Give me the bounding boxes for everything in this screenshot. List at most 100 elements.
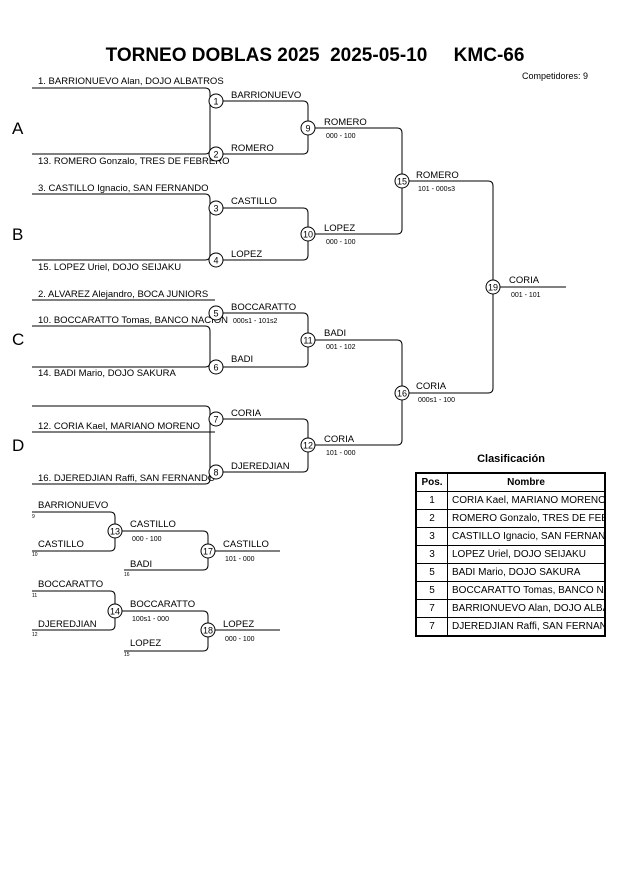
- match-number: 10: [303, 230, 313, 240]
- entrant-name: 10. BOCCARATTO Tomas, BANCO NACION: [38, 315, 228, 326]
- match-circle: [208, 200, 224, 216]
- position-cell: 3: [415, 527, 448, 546]
- match-circle: [394, 385, 410, 401]
- repechage-ref: 9: [32, 514, 35, 520]
- repechage-winner: BOCCARATTO: [130, 599, 195, 610]
- position-cell: 1: [415, 491, 448, 510]
- repechage-ref: 11: [32, 593, 37, 599]
- entrant-name: 2. ALVAREZ Alejandro, BOCA JUNIORS: [38, 289, 208, 300]
- match-winner: LOPEZ: [324, 223, 355, 234]
- match-circle: [208, 359, 224, 375]
- match-winner: CASTILLO: [231, 196, 277, 207]
- repechage-ref: 10: [32, 552, 38, 558]
- match-winner: BARRIONUEVO: [231, 90, 301, 101]
- match-circle: [300, 437, 316, 453]
- match-winner: CORIA: [416, 381, 447, 392]
- group-label: B: [12, 225, 23, 244]
- name-cell: ROMERO Gonzalo, TRES DE FEBRERO: [447, 509, 606, 528]
- match-circle: [300, 332, 316, 348]
- repechage-winner: LOPEZ: [223, 619, 254, 630]
- group-label: D: [12, 436, 24, 455]
- entrant-name: 15. LOPEZ Uriel, DOJO SEIJAKU: [38, 262, 181, 273]
- match-winner: BADI: [231, 354, 253, 365]
- competitor-count: Competidores: 9: [522, 71, 589, 81]
- repechage-top: BOCCARATTO: [38, 579, 103, 590]
- match-winner: DJEREDJIAN: [231, 461, 290, 472]
- repechage-match-circle: [107, 523, 123, 539]
- match-winner: LOPEZ: [231, 249, 262, 260]
- header-name: Nombre: [447, 472, 606, 492]
- match-number: 3: [213, 204, 218, 214]
- match-number: 16: [397, 389, 407, 399]
- repechage-bottom: BADI: [130, 559, 152, 570]
- match-number: 7: [213, 415, 218, 425]
- group-label: A: [12, 119, 24, 138]
- repechage-match-circle: [200, 622, 216, 638]
- match-winner: CORIA: [509, 275, 540, 286]
- match-number: 15: [397, 177, 407, 187]
- name-cell: CASTILLO Ignacio, SAN FERNANDO: [447, 527, 606, 546]
- name-cell: BOCCARATTO Tomas, BANCO NACION: [447, 581, 606, 600]
- position-cell: 7: [415, 617, 448, 637]
- entrant-name: 12. CORIA Kael, MARIANO MORENO: [38, 421, 200, 432]
- match-score: 001 - 101: [511, 292, 541, 299]
- table-header-row: Pos. Nombre: [415, 472, 606, 492]
- repechage-match-number: 18: [203, 626, 213, 636]
- page-title: TORNEO DOBLAS 2025 2025-05-10 KMC-66: [105, 45, 525, 66]
- match-winner: ROMERO: [416, 170, 459, 181]
- repechage-score: 101 - 000: [225, 556, 255, 563]
- match-circle: [208, 305, 224, 321]
- match-score: 001 - 102: [326, 344, 356, 351]
- name-cell: DJEREDJIAN Raffi, SAN FERNANDO: [447, 617, 606, 637]
- match-number: 6: [213, 363, 218, 373]
- match-circle: [300, 226, 316, 242]
- position-cell: 2: [415, 509, 448, 528]
- repechage-winner: CASTILLO: [223, 539, 269, 550]
- match-winner: CORIA: [231, 408, 262, 419]
- repechage-score: 000 - 100: [132, 536, 162, 543]
- match-number: 19: [488, 283, 498, 293]
- match-score: 101 - 000s3: [418, 186, 455, 193]
- match-circle: [208, 252, 224, 268]
- position-cell: 5: [415, 563, 448, 582]
- match-score: 101 - 000: [326, 450, 356, 457]
- classification-title: Clasificación: [477, 453, 545, 465]
- match-number: 8: [213, 468, 218, 478]
- match-circle: [208, 464, 224, 480]
- match-number: 2: [213, 150, 218, 160]
- match-winner: ROMERO: [324, 117, 367, 128]
- name-cell: BARRIONUEVO Alan, DOJO ALBATROS: [447, 599, 606, 618]
- match-winner: CORIA: [324, 434, 355, 445]
- repechage-ref: 15: [124, 652, 130, 658]
- repechage-score: 000 - 100: [225, 636, 255, 643]
- position-cell: 5: [415, 581, 448, 600]
- entrant-name: 14. BADI Mario, DOJO SAKURA: [38, 368, 176, 379]
- match-winner: BOCCARATTO: [231, 302, 296, 313]
- repechage-winner: CASTILLO: [130, 519, 176, 530]
- repechage-bottom: CASTILLO: [38, 539, 84, 550]
- repechage-top: BARRIONUEVO: [38, 500, 108, 511]
- repechage-score: 100s1 - 000: [132, 616, 169, 623]
- repechage-bottom: DJEREDJIAN: [38, 619, 97, 630]
- match-score: 000 - 100: [326, 239, 356, 246]
- match-circle: [208, 146, 224, 162]
- match-circle: [208, 411, 224, 427]
- repechage-ref: 16: [124, 572, 130, 578]
- match-circle: [394, 173, 410, 189]
- match-number: 4: [213, 256, 218, 266]
- match-number: 11: [303, 336, 312, 346]
- match-score: 000 - 100: [326, 133, 356, 140]
- repechage-match-circle: [200, 543, 216, 559]
- group-label: C: [12, 330, 24, 349]
- entrant-name: 3. CASTILLO Ignacio, SAN FERNANDO: [38, 183, 209, 194]
- entrant-name: 16. DJEREDJIAN Raffi, SAN FERNANDO: [38, 473, 215, 484]
